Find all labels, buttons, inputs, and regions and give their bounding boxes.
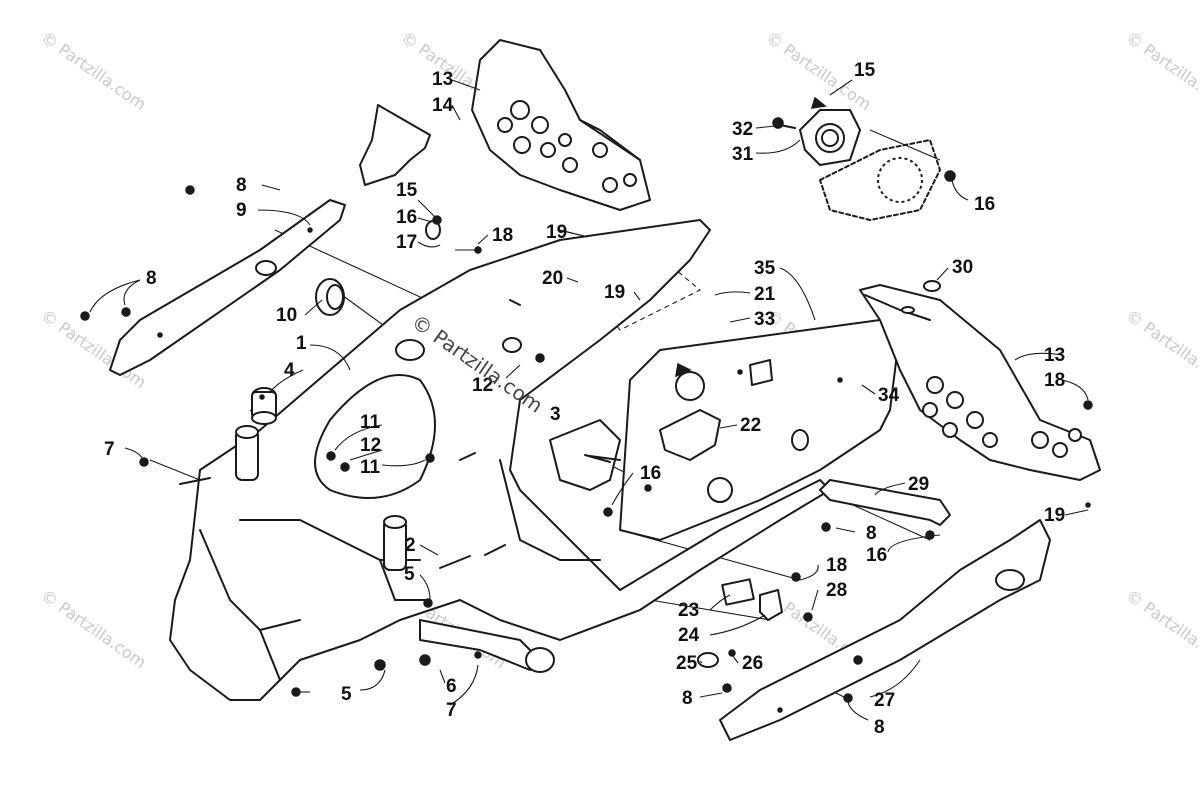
callout-16: 16 xyxy=(396,207,417,228)
hardware xyxy=(80,185,1093,703)
callout-26: 26 xyxy=(742,653,763,674)
callout-18: 18 xyxy=(492,225,513,246)
callout-22: 22 xyxy=(740,415,761,436)
callout-8: 8 xyxy=(146,268,157,289)
watermark: © Partzilla.com xyxy=(38,28,150,114)
callout-19: 19 xyxy=(604,282,625,303)
main-frame xyxy=(169,219,831,701)
flap-panel xyxy=(359,104,431,186)
callout-30: 30 xyxy=(952,257,973,278)
callout-21: 21 xyxy=(754,284,776,305)
callout-9: 9 xyxy=(236,200,247,221)
callout-6: 6 xyxy=(446,676,457,697)
callout-33: 33 xyxy=(754,309,775,330)
callout-28: 28 xyxy=(826,580,847,601)
callout-29: 29 xyxy=(908,474,929,495)
callout-5: 5 xyxy=(404,564,415,585)
callout-5: 5 xyxy=(341,684,352,705)
callout-10: 10 xyxy=(276,305,297,326)
callout-11: 11 xyxy=(360,412,381,433)
callout-1: 1 xyxy=(296,333,307,354)
callout-16: 16 xyxy=(640,463,661,484)
callout-34: 34 xyxy=(878,385,900,406)
callout-18: 18 xyxy=(826,555,847,576)
watermark: © Partzilla.com xyxy=(38,586,150,672)
callout-14: 14 xyxy=(432,95,454,116)
callout-7: 7 xyxy=(104,439,115,460)
bearing-housing xyxy=(772,96,956,221)
heat-shield-right xyxy=(859,284,1101,481)
callout-23: 23 xyxy=(678,600,699,621)
callout-8: 8 xyxy=(866,523,877,544)
callout-8: 8 xyxy=(682,688,693,709)
callout-24: 24 xyxy=(678,625,700,646)
callout-32: 32 xyxy=(732,119,753,140)
watermark: © Partzilla.com xyxy=(1123,28,1200,114)
bracket xyxy=(659,409,721,461)
watermark: © Partzilla.com xyxy=(1123,586,1200,672)
watermark: © Partzilla.com xyxy=(1123,306,1200,392)
callout-15: 15 xyxy=(854,60,876,81)
bulkhead-panel xyxy=(619,319,901,541)
callout-8: 8 xyxy=(874,717,885,738)
callout-13: 13 xyxy=(1044,345,1065,366)
callout-3: 3 xyxy=(550,404,561,425)
callout-12: 12 xyxy=(360,435,381,456)
callout-18: 18 xyxy=(1044,370,1065,391)
callout-19: 19 xyxy=(546,222,567,243)
callout-16: 16 xyxy=(974,194,995,215)
callout-20: 20 xyxy=(542,268,563,289)
callout-13: 13 xyxy=(432,69,453,90)
callout-16: 16 xyxy=(866,545,887,566)
callout-27: 27 xyxy=(874,690,895,711)
callout-4: 4 xyxy=(284,360,295,381)
callout-leaders xyxy=(89,79,1089,721)
callout-2: 2 xyxy=(405,535,416,556)
callout-8: 8 xyxy=(236,175,247,196)
callout-17: 17 xyxy=(396,232,417,253)
callout-numbers: 1 2 3 4 5 5 6 7 7 8 8 8 8 8 9 10 11 11 1… xyxy=(104,60,1065,738)
callout-7: 7 xyxy=(446,700,457,721)
pulley xyxy=(315,278,345,316)
brace xyxy=(819,479,951,526)
callout-12: 12 xyxy=(472,375,493,396)
callout-25: 25 xyxy=(676,653,698,674)
callout-35: 35 xyxy=(754,258,776,279)
callout-15: 15 xyxy=(396,180,418,201)
heat-shield-top xyxy=(471,39,651,211)
callout-31: 31 xyxy=(732,144,754,165)
steering-tubes xyxy=(235,337,555,673)
right-rail xyxy=(719,519,1051,741)
callout-19: 19 xyxy=(1044,505,1065,526)
left-rail xyxy=(109,199,346,376)
callout-11: 11 xyxy=(360,457,381,478)
